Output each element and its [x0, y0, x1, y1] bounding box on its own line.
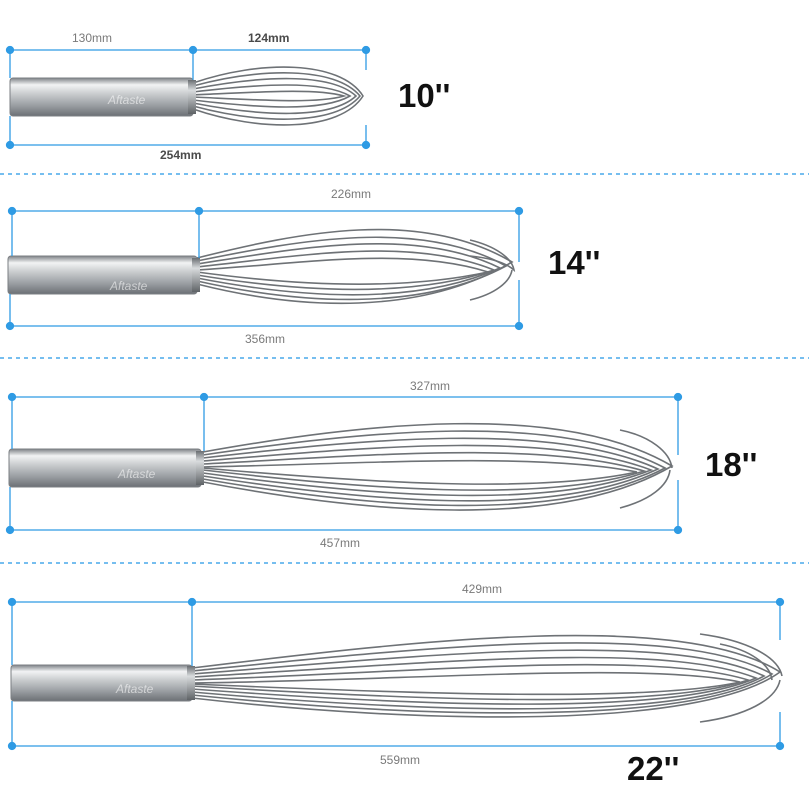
whisk-collar: [188, 80, 196, 114]
whisk-22-inch: Aftaste 429mm 559mm 22'': [7, 582, 785, 787]
size-label: 14'': [548, 244, 600, 281]
wire-length-label: 124mm: [248, 31, 289, 45]
total-length-label: 559mm: [380, 753, 420, 767]
whisk-10-inch: Aftaste 130mm 124mm 254mm 10'': [5, 31, 450, 162]
total-length-label: 356mm: [245, 332, 285, 346]
whisk-18-inch: Aftaste 327mm 457mm 18'': [5, 379, 757, 550]
dimension-lines: [5, 392, 683, 535]
handle-length-label: 130mm: [72, 31, 112, 45]
dimension-lines: [7, 597, 785, 751]
whisk-wires: [191, 633, 783, 723]
size-label: 18'': [705, 446, 757, 483]
whisk-collar: [196, 451, 204, 485]
watermark-text: Aftaste: [109, 279, 148, 293]
total-length-label: 254mm: [160, 148, 201, 162]
whisk-14-inch: Aftaste 226mm 356mm 14'': [5, 187, 600, 346]
separators: [0, 173, 809, 564]
whisk-handle: [8, 448, 202, 488]
whisk-collar: [192, 258, 200, 292]
whisk-handle: [10, 664, 193, 702]
dimension-lines: [5, 45, 371, 150]
whisk-wires: [196, 228, 516, 305]
watermark-text: Aftaste: [115, 682, 154, 696]
watermark-text: Aftaste: [117, 467, 156, 481]
watermark-text: Aftaste: [107, 93, 146, 107]
size-label: 10'': [398, 77, 450, 114]
whisk-collar: [187, 666, 195, 700]
wire-length-label: 429mm: [462, 582, 502, 596]
size-label: 22'': [627, 750, 679, 787]
dimension-lines: [5, 206, 524, 331]
whisk-wires: [202, 422, 674, 511]
total-length-label: 457mm: [320, 536, 360, 550]
whisk-handle: [9, 77, 194, 117]
whisk-handle: [7, 255, 198, 295]
wire-length-label: 226mm: [331, 187, 371, 201]
whisk-wires: [192, 66, 364, 126]
wire-length-label: 327mm: [410, 379, 450, 393]
